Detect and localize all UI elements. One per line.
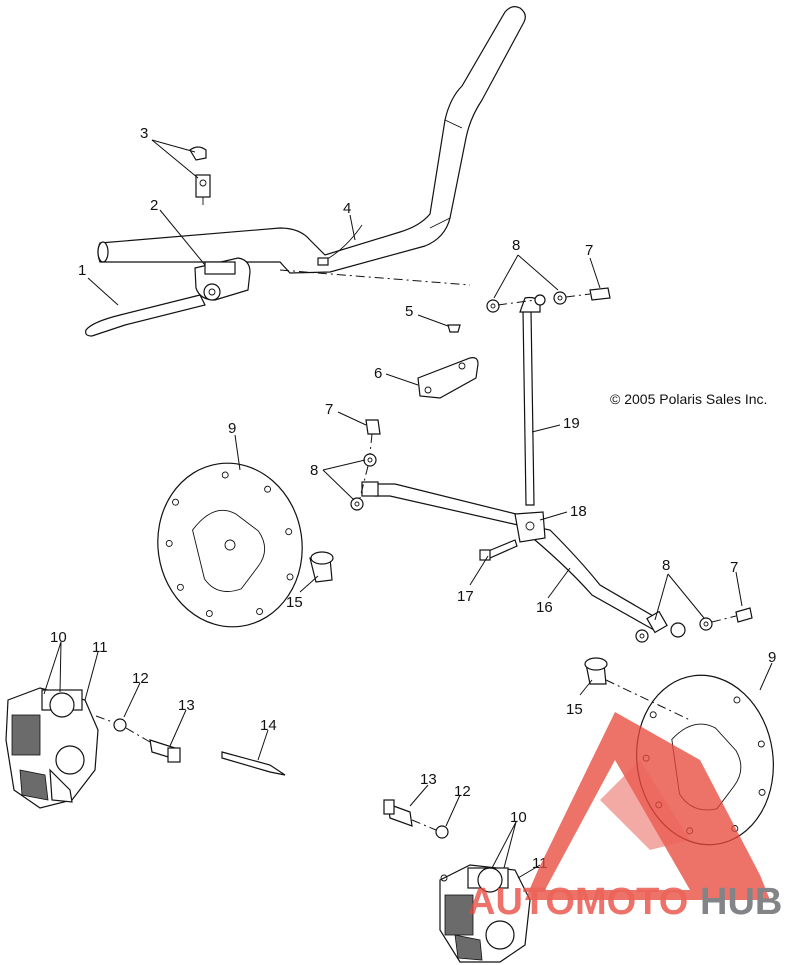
callout-2: 2: [150, 197, 158, 214]
screw-5: [447, 324, 461, 333]
callout-16: 16: [536, 599, 553, 616]
pin-14: [221, 751, 286, 776]
washers-top: [486, 287, 611, 313]
callout-8-left: 8: [310, 462, 318, 479]
washer-12-right: [435, 825, 449, 839]
callout-10-left: 10: [50, 629, 67, 646]
washers-left: [350, 419, 381, 511]
leader-lines: [43, 139, 773, 879]
callout-13-right: 13: [420, 771, 437, 788]
handlebar: [97, 6, 526, 274]
callout-12-left: 12: [132, 670, 149, 687]
callout-19: 19: [563, 415, 580, 432]
bolt-17: [485, 539, 518, 559]
watermark-logo: AUTOMOTO HUB: [468, 712, 782, 923]
callout-17: 17: [457, 588, 474, 605]
callout-10-right: 10: [510, 809, 527, 826]
callout-9-right: 9: [768, 649, 776, 666]
callout-6: 6: [374, 365, 382, 382]
bracket-6: [417, 357, 479, 399]
callout-8-top: 8: [512, 237, 520, 254]
callout-4: 4: [343, 200, 351, 217]
callout-12-right: 12: [454, 783, 471, 800]
callout-7-right: 7: [730, 559, 738, 576]
callout-15-left: 15: [286, 594, 303, 611]
caliper-right: [439, 864, 531, 963]
master-cylinder: [85, 257, 251, 337]
callout-7-top: 7: [585, 242, 593, 259]
callout-11-left: 11: [92, 639, 108, 656]
callout-15-right: 15: [566, 701, 583, 718]
brake-line-16: [534, 527, 668, 634]
brake-line-left: [361, 481, 521, 526]
washers-right: [635, 607, 753, 643]
tee-fitting-18: [514, 511, 546, 543]
callout-13-left: 13: [178, 697, 195, 714]
callout-1: 1: [78, 262, 86, 279]
washer-12-left: [113, 718, 127, 732]
screw-3: [189, 146, 211, 205]
watermark-text-hub: HUB: [700, 881, 782, 923]
brake-line-19: [519, 296, 541, 506]
callout-9-left: 9: [228, 420, 236, 437]
callout-labels: 1 2 3 4 5 6 7 7 7 8 8 8 9 9 10 10 11 11 …: [50, 125, 776, 872]
callout-5: 5: [405, 303, 413, 320]
callout-7-left: 7: [325, 401, 333, 418]
watermark-triangle-icon: [525, 712, 770, 900]
callout-14: 14: [260, 717, 277, 734]
copyright-text: © 2005 Polaris Sales Inc.: [610, 391, 767, 407]
watermark-text-automoto: AUTOMOTO: [468, 881, 688, 923]
callout-8-right: 8: [662, 557, 670, 574]
callout-3: 3: [140, 125, 148, 142]
brake-disc-left: [157, 462, 303, 628]
callout-18: 18: [570, 503, 587, 520]
caliper-left: [5, 687, 119, 809]
